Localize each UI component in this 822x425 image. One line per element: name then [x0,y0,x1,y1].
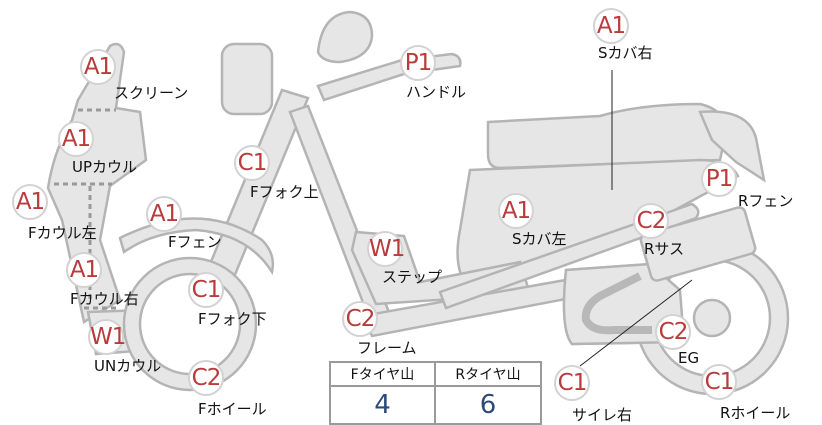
tread-divider [434,363,436,423]
grade-badge-s-cover-left: A1 [498,193,534,229]
grade-badge-muffler-right: C1 [554,365,590,401]
label-screen: スクリーン [114,84,189,102]
rear-rail-shape [438,202,700,310]
label-frame: フレーム [357,339,417,357]
label-handle: ハンドル [406,83,467,101]
grade-badge-r-fender: P1 [701,161,737,197]
grade-badge-f-fork-upper: C1 [234,145,270,181]
grade-badge-s-cover-right: A1 [593,8,629,44]
grade-badge-f-fork-lower: C1 [188,272,224,308]
rear-hub-shape [692,298,732,338]
label-f-fork-upper: Fフォク上 [250,183,319,201]
headlight-shape [220,42,274,116]
label-muffler-right: サイレ右 [572,406,633,424]
grade-badge-r-suspension: C2 [633,203,669,239]
grade-badge-handle: P1 [400,45,436,81]
label-engine: EG [678,349,700,367]
grade-badge-f-fender: A1 [146,196,182,232]
label-f-wheel: Fホイール [198,400,267,418]
grade-badge-f-cowl-left: A1 [12,184,48,220]
grade-badge-engine: C2 [655,314,691,350]
label-r-fender: Rフェン [738,192,794,210]
grade-badge-un-cowl: W1 [88,319,126,355]
label-f-cowl-left: Fカウル左 [28,224,97,242]
grade-badge-frame: C2 [342,301,378,337]
rear-tread-header: Rタイヤ山 [436,363,540,387]
front-tread-header: Fタイヤ山 [331,363,434,387]
grade-badge-step: W1 [367,231,405,267]
label-r-wheel: Rホイール [720,404,791,422]
mirror-shape [316,10,374,64]
rear-fender-shape [698,110,766,183]
label-s-cover-right: Sカバ右 [598,44,653,62]
front-tread-value: 4 [374,390,391,420]
grade-badge-r-wheel: C1 [701,364,737,400]
rear-tread-value: 6 [479,390,497,420]
front-fender-shape [118,217,275,276]
label-f-fork-lower: Fフォク下 [198,310,267,328]
seat-shape [486,102,728,170]
label-up-cowl: UPカウル [72,158,138,176]
grade-badge-screen: A1 [80,49,116,85]
grade-badge-up-cowl: A1 [58,121,94,157]
label-f-cowl-right: Fカウル右 [70,290,139,308]
label-f-fender: Fフェン [168,233,222,251]
grade-badge-f-wheel: C2 [188,360,224,396]
label-s-cover-left: Sカバ左 [512,230,567,248]
label-un-cowl: UNカウル [94,357,162,375]
label-step: ステップ [382,268,443,286]
tread-depth-table: Fタイヤ山 Rタイヤ山 4 6 [329,361,542,425]
leader-muffler [579,279,693,367]
grade-badge-f-cowl-right: A1 [66,252,102,288]
label-r-suspension: Rサス [644,240,685,258]
